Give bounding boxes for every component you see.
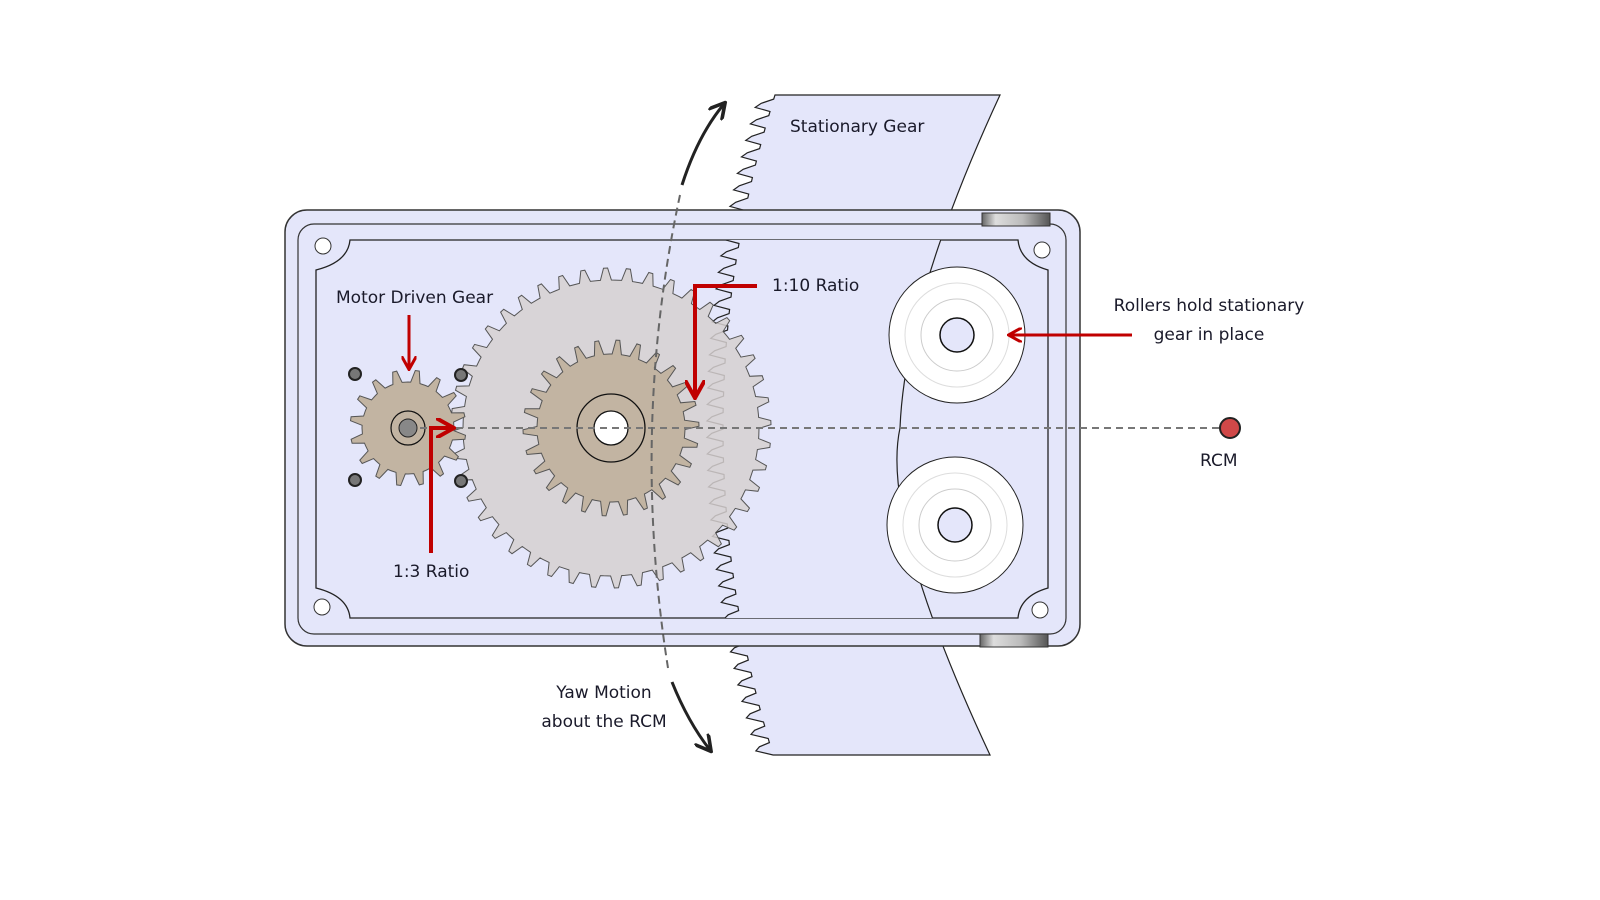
label-ratio-3: 1:3 Ratio xyxy=(393,562,470,582)
screw-hole xyxy=(1031,601,1049,619)
hinge-pin-bottom xyxy=(979,633,1049,648)
screw-hole xyxy=(1033,241,1051,259)
roller-bottom xyxy=(886,456,1024,594)
yaw-arrow-down xyxy=(670,681,710,750)
mount-bolts xyxy=(348,367,468,488)
label-rcm: RCM xyxy=(1200,451,1238,471)
label-yaw: Yaw Motion about the RCM xyxy=(541,683,667,732)
yaw-arc xyxy=(650,194,681,669)
ratio-10-arrow xyxy=(695,284,757,396)
screw-hole xyxy=(314,237,332,255)
ratio-3-arrow xyxy=(429,428,452,553)
label-rollers: Rollers hold stationary gear in place xyxy=(1113,296,1305,345)
rcm-dot xyxy=(1219,417,1241,439)
label-stationary-gear: Stationary Gear xyxy=(790,117,925,137)
shaft-hole xyxy=(593,410,629,446)
label-motor-gear: Motor Driven Gear xyxy=(336,288,494,308)
screw-hole xyxy=(313,598,331,616)
motor-shaft xyxy=(398,418,418,438)
yaw-arrow-up xyxy=(680,104,724,186)
label-ratio-10: 1:10 Ratio xyxy=(772,276,860,296)
roller-top xyxy=(888,266,1026,404)
hinge-pin-top xyxy=(981,212,1051,227)
